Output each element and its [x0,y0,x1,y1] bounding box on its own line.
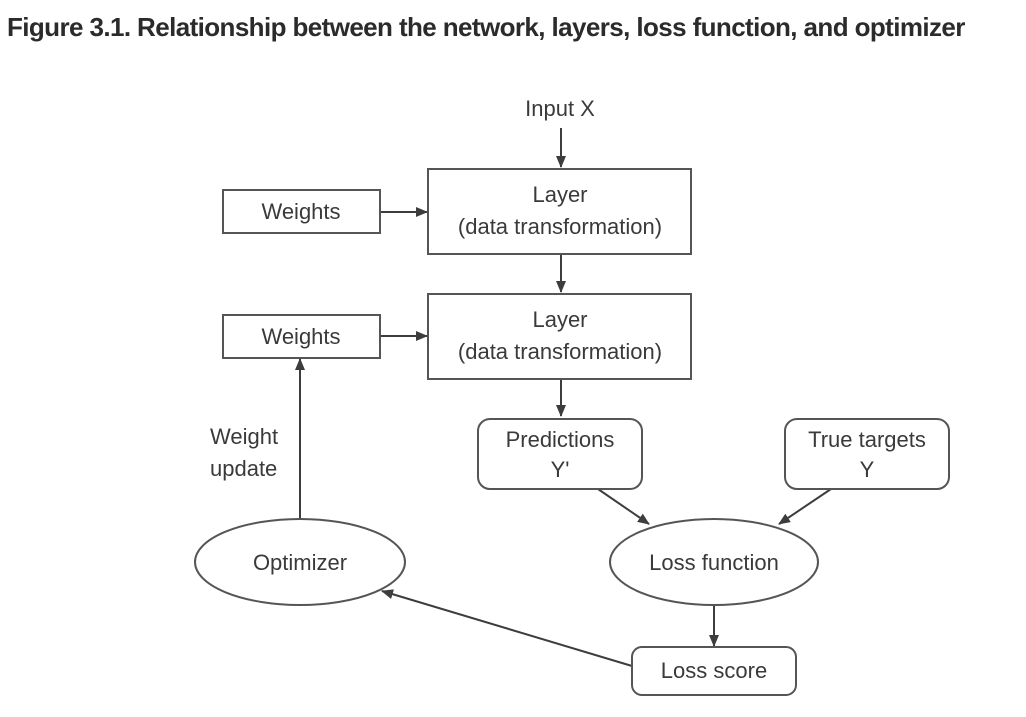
figure-caption: Figure 3.1. Relationship between the net… [7,12,965,42]
layer-2-subtitle: (data transformation) [458,339,662,364]
optimizer-label: Optimizer [253,550,347,575]
predictions-symbol: Y' [551,457,570,482]
true-targets-symbol: Y [860,457,875,482]
weights-2-label: Weights [261,324,340,349]
layer-1-node: Layer (data transformation) [427,168,692,255]
layer-2-node: Layer (data transformation) [427,293,692,380]
loss-function-label: Loss function [649,550,779,575]
layer-1-subtitle: (data transformation) [458,214,662,239]
weights-1-label: Weights [261,199,340,224]
input-label: Input X [525,96,595,121]
arrow-true-targets-to-loss-function [778,488,832,525]
loss-function-node: Loss function [609,518,819,606]
weight-update-label-line2: update [210,456,277,481]
weights-2-node: Weights [222,314,381,359]
true-targets-node: True targets Y [784,418,950,490]
predictions-node: Predictions Y' [477,418,643,490]
loss-score-node: Loss score [631,646,797,696]
optimizer-node: Optimizer [194,518,406,606]
layer-2-title: Layer [532,307,587,332]
arrow-loss-score-to-optimizer [381,589,633,667]
loss-score-label: Loss score [661,658,767,683]
weight-update-label-line1: Weight [210,424,278,449]
arrow-predictions-to-loss-function [597,488,650,525]
true-targets-title: True targets [808,427,926,452]
predictions-title: Predictions [506,427,615,452]
layer-1-title: Layer [532,182,587,207]
weights-1-node: Weights [222,189,381,234]
